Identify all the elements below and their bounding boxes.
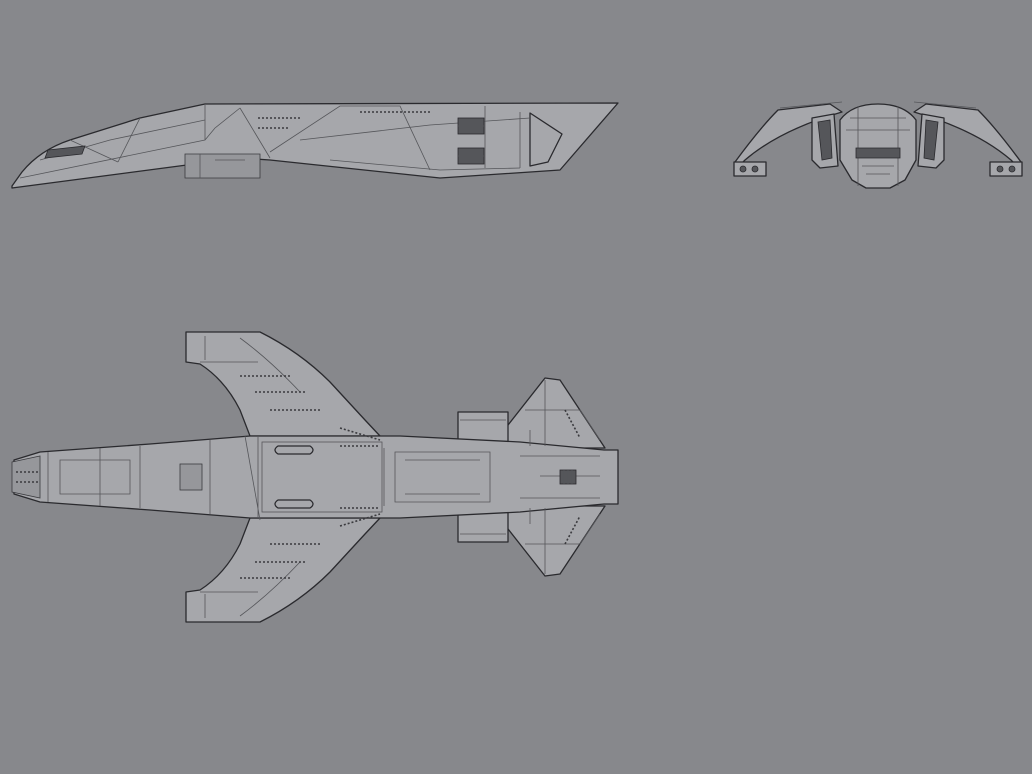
front-right-pod xyxy=(989,161,1023,177)
top-fuselage xyxy=(13,435,619,519)
front-left-pod-port-a xyxy=(739,165,747,173)
front-right-pod-port-a xyxy=(996,165,1004,173)
top-wing-lower xyxy=(185,517,381,623)
front-right-pod-port-b xyxy=(1008,165,1016,173)
side-hull xyxy=(11,102,619,189)
top-port-upper xyxy=(274,445,314,455)
side-view xyxy=(11,102,619,189)
front-left-pod xyxy=(733,161,767,177)
side-canopy xyxy=(529,112,563,167)
top-nose-tip xyxy=(11,455,41,499)
side-window xyxy=(44,145,86,159)
top-view xyxy=(11,331,619,623)
top-hatch xyxy=(179,463,203,491)
top-nacelle-lower xyxy=(457,511,509,543)
front-view xyxy=(733,101,1023,189)
top-port-lower xyxy=(274,499,314,509)
side-intake-panel xyxy=(184,153,261,179)
top-wing-upper xyxy=(185,331,381,437)
front-intake xyxy=(855,147,901,159)
front-left-pod-port-b xyxy=(751,165,759,173)
top-nacelle-upper xyxy=(457,411,509,443)
front-fuselage xyxy=(839,103,917,189)
